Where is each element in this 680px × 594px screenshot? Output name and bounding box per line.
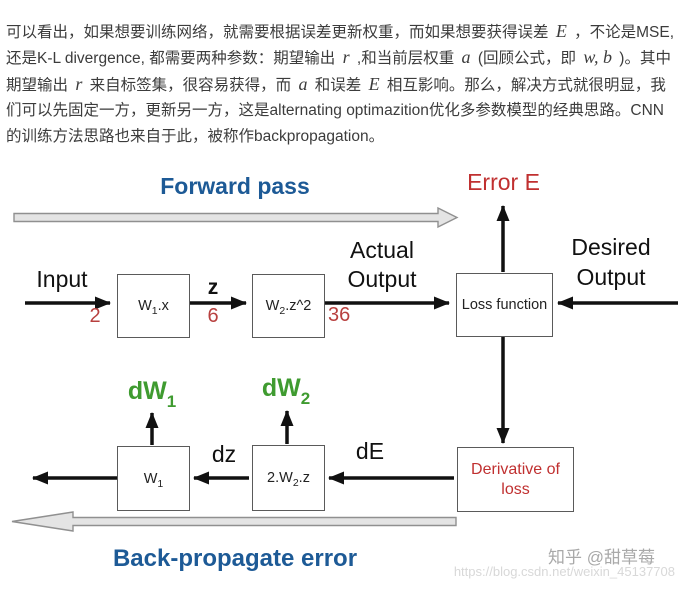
diagram-arrows [11,205,678,532]
math-symbol-a: a [298,73,308,94]
z-label: z [207,276,219,299]
output-value: 36 [328,304,351,326]
back-propagate-arrow [11,511,457,532]
paragraph-text: ，不论是MSE, 还是K-L divergence, 都需要两种参数：期望输出 [6,23,675,68]
forward-pass-label: Forward pass [160,173,310,199]
w1-box: W1 [117,446,190,511]
math-symbol-r: r [342,47,350,67]
back-propagate-label: Back-propagate error [112,545,358,572]
paragraph-text: ,和当前层权重 [352,50,459,67]
intro-paragraph: 可以看出，如果想要训练网络，就需要根据误差更新权重，而如果想要获得误差 E ，不… [6,19,676,150]
zhihu-watermark: 知乎 @甜草莓 [548,548,655,567]
derivative-of-loss-box: Derivative of loss [457,447,574,512]
loss-function-box: Loss function [456,273,553,337]
dz-label: dz [211,441,237,467]
paragraph-text: 和误差 [310,76,366,94]
math-symbol-a: a [461,47,471,67]
math-symbol-E: E [555,20,567,41]
desired-output-label: Desired Output [571,234,651,290]
csdn-url-watermark: https://blog.csdn.net/weixin_45137708 [453,564,675,579]
paragraph-text: 可以看出，如果想要训练网络，就需要根据误差更新权重，而如果想要获得误差 [6,23,553,41]
math-symbol-wb: w, b [583,47,612,67]
math-symbol-E: E [368,73,380,94]
error-e-label: Error E [467,169,540,195]
z-value: 6 [207,305,219,327]
dw2-label: dW2 [261,374,311,408]
dw1-label: dW1 [127,377,177,411]
paragraph-text: 相互影响。那么，解决方式就很明显，我们可以先固定一方，更新另一方，这是alter… [6,76,666,145]
de-label: dE [355,438,385,464]
paragraph-text: (回顾公式，即 [473,50,581,67]
paragraph-text: )。其中期望输出 [6,50,671,94]
input-label: Input [36,266,88,292]
w1x-box: W1.x [117,274,190,338]
math-symbol-r: r [75,73,83,94]
input-value: 2 [89,305,101,327]
actual-output-label: Actual Output [347,237,417,292]
forward-pass-arrow [13,206,459,229]
paragraph-text: 来自标签集，很容易获得，而 [85,76,296,94]
w2z2-box: W2.z^2 [252,274,325,338]
w2z-box: 2.W2.z [252,445,325,511]
